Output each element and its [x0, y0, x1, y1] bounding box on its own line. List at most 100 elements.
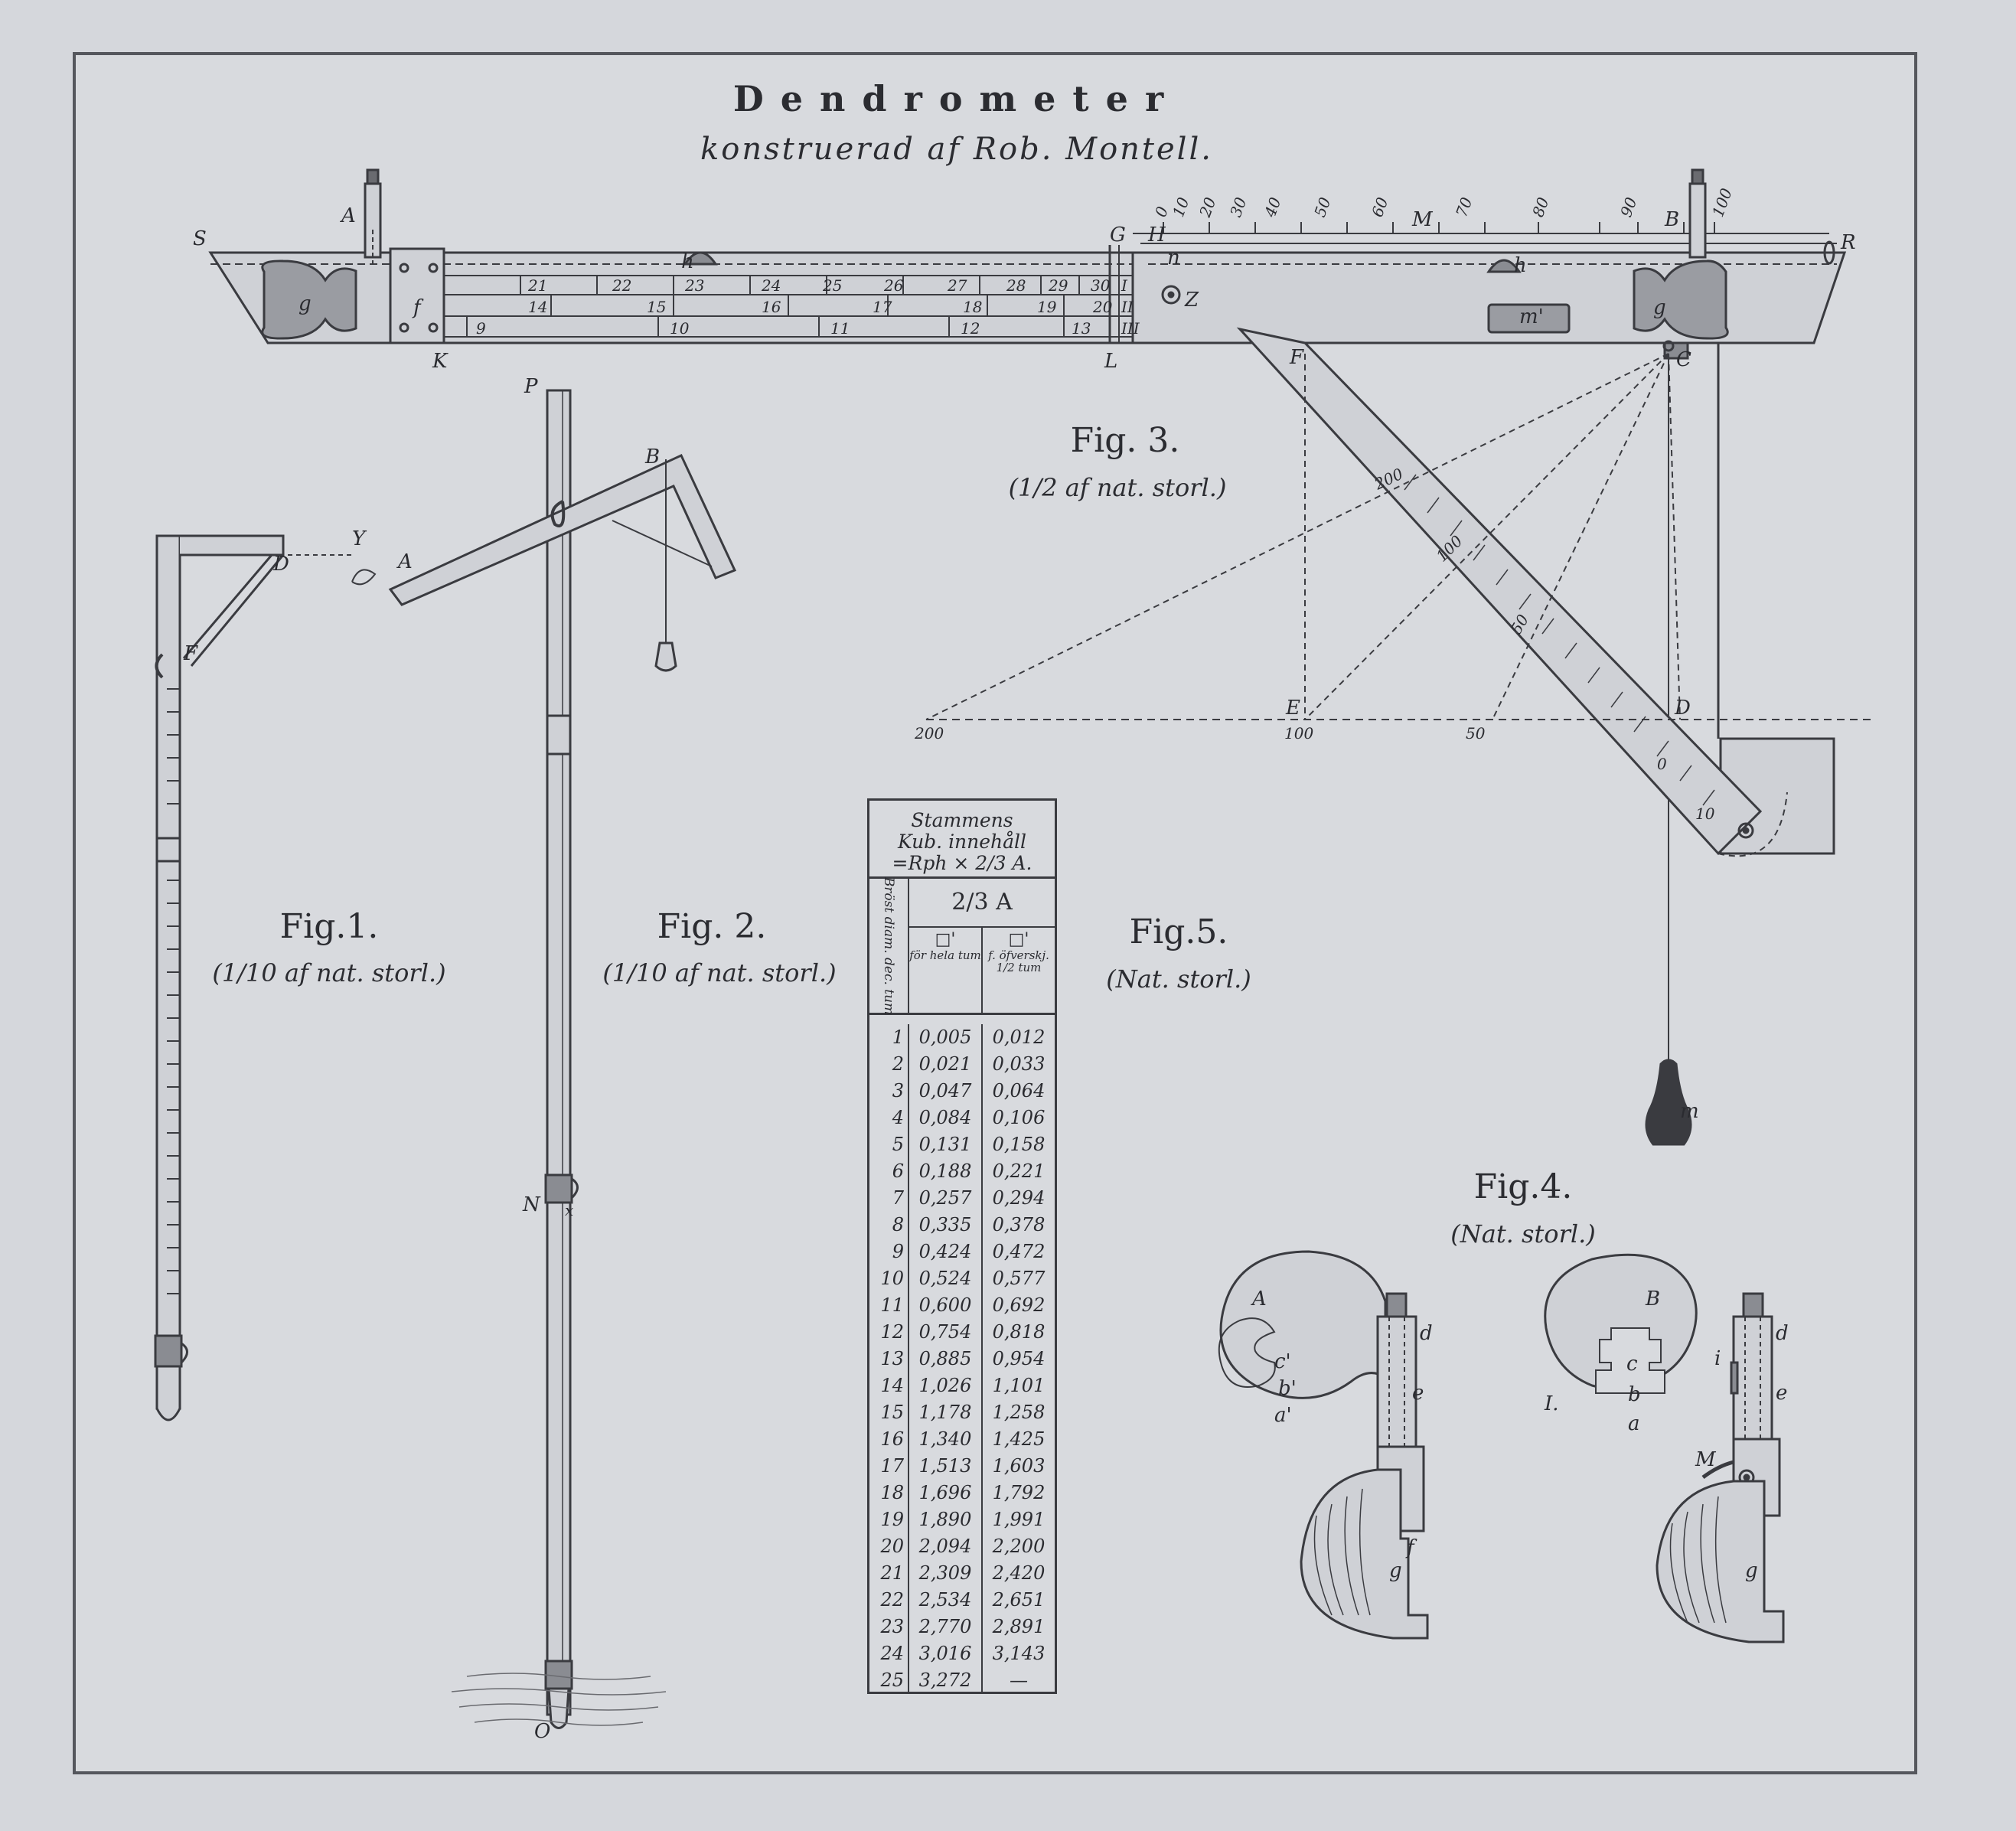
fig3-top-tick: 30: [1226, 194, 1250, 219]
table-cell: 3,143: [992, 1643, 1046, 1664]
table-cell: 6: [892, 1160, 904, 1182]
fig3-scale1-tick: 25: [822, 276, 842, 295]
fig3-scale1-tick: 30: [1091, 276, 1111, 295]
fig4-label-d-a: d: [1420, 1322, 1433, 1345]
plate-subtitle: konstruerad af Rob. Montell.: [700, 132, 1213, 167]
table-cell: 3,272: [918, 1669, 972, 1691]
fig3-label-r: R: [1840, 231, 1856, 254]
fig3-top-tick: 80: [1528, 194, 1552, 219]
fig3-title: Fig. 3.: [1070, 421, 1180, 460]
fig4-label-m: M: [1695, 1448, 1717, 1471]
fig3-row-label-ii: II: [1121, 298, 1134, 316]
fig3-label-d: D: [1674, 697, 1691, 720]
fig3-label-g-right: g: [1653, 296, 1666, 319]
table-cell: 2,651: [992, 1589, 1046, 1611]
fig4-label-a-prime: a': [1274, 1404, 1292, 1427]
fig2-label-p: P: [524, 375, 538, 398]
table-cell: 0,047: [918, 1080, 972, 1102]
fig3-label-e: E: [1285, 697, 1300, 720]
table-cell: 4: [892, 1107, 904, 1128]
fig3-row-label-i: I: [1121, 276, 1128, 295]
fig1-label-d: D: [272, 553, 289, 576]
fig3-label-h-right: h: [1514, 254, 1527, 277]
fig4-label-b: B: [1645, 1288, 1660, 1310]
fig1-label-f: F: [183, 642, 198, 665]
fig3-labels: S A G H M B R K L F C E D Z g f h h n m …: [193, 185, 1856, 1123]
table-cell: 0,472: [992, 1241, 1046, 1262]
table-cell: 1,890: [918, 1509, 972, 1530]
fig3-label-m-bob: m: [1680, 1100, 1699, 1123]
fig3-scale1-tick: 27: [947, 276, 967, 295]
fig3-ground-tick: 100: [1284, 724, 1313, 743]
table-cell: 1,513: [918, 1455, 972, 1477]
table-col1-symbol: □': [935, 930, 956, 949]
fig4-label-f-a: f: [1405, 1536, 1417, 1559]
table-cell: 10: [880, 1268, 904, 1289]
fig1-instrument: [154, 534, 377, 1421]
fig2-labels: P B A N x O: [396, 375, 660, 1743]
table-cell: 25: [880, 1669, 904, 1691]
fig2-label-a: A: [396, 550, 413, 573]
fig3-top-tick: 40: [1261, 194, 1285, 220]
fig3-scale1-tick: 29: [1048, 276, 1068, 295]
fig3-scale1-tick: 23: [684, 276, 704, 295]
fig4-scale: (Nat. storl.): [1450, 1219, 1596, 1248]
fig3-label-m: M: [1411, 208, 1434, 231]
table-header: Stammens Kub. innehåll =Rph × 2/3 A.: [869, 801, 1055, 879]
fig2-label-o: O: [534, 1720, 550, 1743]
table-cell: 23: [880, 1616, 904, 1637]
table-cell: 2,534: [918, 1589, 972, 1611]
fig3-label-c: C: [1676, 348, 1691, 371]
fig3-scale2-tick: 15: [647, 298, 666, 316]
fig4-title: Fig.4.: [1473, 1167, 1573, 1206]
fig4-label-a-inner: a: [1628, 1412, 1640, 1435]
table-cell: 1,258: [992, 1402, 1046, 1423]
table-cell: 14: [880, 1375, 904, 1396]
table-cell: 19: [880, 1509, 904, 1530]
table-cell: 15: [880, 1402, 904, 1423]
fig3-scale1-tick: 22: [612, 276, 631, 295]
table-cell: 1,178: [918, 1402, 972, 1423]
fig3-top-tick: 100: [1708, 185, 1736, 219]
table-cell: 16: [880, 1428, 904, 1450]
table-col2-symbol: □': [1008, 930, 1029, 949]
fig3-row-label-iii: III: [1121, 319, 1140, 338]
fig3-label-b: B: [1664, 208, 1679, 231]
fig1-title: Fig.1.: [279, 907, 379, 946]
table-cell: 2,420: [992, 1562, 1046, 1584]
table-diam-header-text: Bröst diam. dec. tum: [881, 876, 896, 1015]
table-cell: 8: [892, 1214, 904, 1235]
fig3-label-n: n: [1167, 246, 1180, 269]
table-cell: 0,131: [918, 1134, 972, 1155]
table-cell: 24: [880, 1643, 904, 1664]
table-cell: 2: [892, 1053, 904, 1075]
fig3-top-tick: 90: [1616, 194, 1640, 219]
fig4-label-i-roman: I.: [1544, 1392, 1559, 1415]
fig1-scale: (1/10 af nat. storl.): [212, 958, 446, 987]
table-cell: 3: [892, 1080, 904, 1102]
table-cell: 13: [880, 1348, 904, 1369]
fig3-label-z: Z: [1184, 289, 1199, 312]
fig4-label-b-prime: b': [1278, 1377, 1297, 1400]
fig4-part-b: [1544, 1253, 1785, 1643]
fig4-label-g-a: g: [1389, 1559, 1402, 1582]
fig3-ground-tick: 50: [1466, 724, 1486, 743]
fig3-top-tick: 10: [1169, 194, 1192, 219]
fig1-labels: Y D F: [183, 527, 367, 665]
fig3-scale1-tick: 28: [1006, 276, 1026, 295]
fig4-label-g-b: g: [1745, 1559, 1758, 1582]
table-cell: 1,603: [992, 1455, 1046, 1477]
fig3-scale: (1/2 af nat. storl.): [1008, 473, 1227, 502]
fig3-scale3-tick: 13: [1072, 319, 1091, 338]
fig4-part-a: [1218, 1250, 1429, 1640]
fig5-scale: (Nat. storl.): [1106, 964, 1251, 994]
fig3-label-s: S: [193, 227, 207, 250]
table-cell: 0,012: [992, 1026, 1046, 1048]
fig2-label-n: N: [522, 1193, 541, 1216]
table-cell: 1,026: [918, 1375, 972, 1396]
table-cell: 20: [880, 1536, 904, 1557]
table-cell: 0,021: [918, 1053, 972, 1075]
